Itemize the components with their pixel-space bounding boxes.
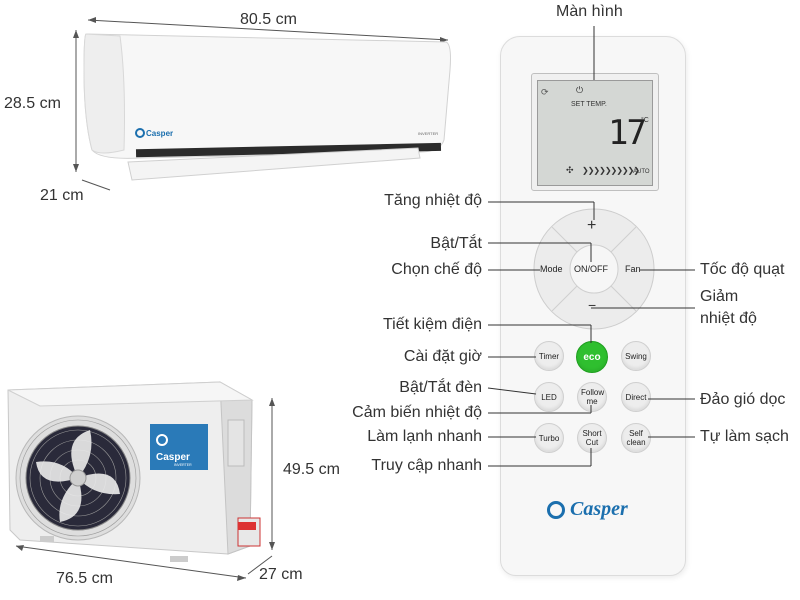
temp-down-button[interactable]: − — [588, 297, 597, 313]
temp-up-button[interactable]: + — [587, 217, 597, 234]
power-indicator-icon: ⏻ — [576, 85, 584, 95]
fan-icon: ✣ — [566, 165, 574, 175]
timer-button[interactable]: Timer — [534, 341, 564, 371]
mode-button[interactable]: Mode — [540, 264, 563, 274]
callout-eco: Tiết kiệm điện — [383, 316, 482, 333]
remote-brand-text: Casper — [570, 498, 628, 520]
indoor-height-label: 28.5 cm — [4, 95, 61, 112]
indoor-width-label: 80.5 cm — [240, 11, 297, 28]
outdoor-inverter-badge: INVERTER — [174, 463, 192, 467]
swing-button[interactable]: Swing — [621, 341, 651, 371]
direct-button[interactable]: Direct — [621, 382, 651, 412]
callout-temp-down-line1: Giảm — [700, 288, 739, 305]
callout-short-cut: Truy cập nhanh — [371, 457, 482, 474]
outdoor-width-label: 76.5 cm — [56, 570, 113, 587]
fan-speed-bars: ❯❯❯❯❯❯❯❯❯❯ — [582, 166, 640, 175]
turbo-button-label: Turbo — [538, 433, 560, 443]
callout-temp-down-line2: nhiệt độ — [700, 310, 757, 327]
indoor-inverter-badge: INVERTER — [418, 131, 438, 136]
follow-me-button-label: Follow me — [581, 388, 605, 406]
callout-direct: Đảo gió dọc — [700, 391, 786, 408]
turbo-button[interactable]: Turbo — [534, 423, 564, 453]
temperature-value: 17 — [608, 113, 647, 153]
callout-fan-speed: Tốc độ quạt — [700, 261, 785, 278]
remote-brand-logo: Casper — [547, 498, 628, 521]
follow-me-button[interactable]: Follow me — [577, 382, 607, 412]
led-button[interactable]: LED — [534, 382, 564, 412]
callout-led: Bật/Tắt đèn — [399, 379, 482, 396]
auto-icon: ⟳ — [541, 87, 549, 97]
indoor-brand-logo: Casper — [146, 129, 173, 138]
casper-logo-icon — [547, 500, 565, 519]
dpad — [533, 208, 655, 330]
callout-self-clean: Tự làm sạch — [700, 428, 789, 445]
timer-button-label: Timer — [538, 351, 560, 361]
eco-button-label: eco — [583, 351, 601, 363]
outdoor-unit: Casper INVERTER — [7, 381, 275, 581]
short-cut-button[interactable]: Short Cut — [577, 423, 607, 453]
fan-button[interactable]: Fan — [625, 264, 641, 274]
led-button-label: LED — [541, 392, 557, 402]
callout-power: Bật/Tắt — [430, 235, 482, 252]
callout-follow-me: Cảm biến nhiệt độ — [352, 404, 482, 421]
outdoor-brand-logo: Casper — [156, 452, 190, 463]
mode-indicator: AUTO — [633, 169, 650, 175]
swing-button-label: Swing — [625, 351, 647, 361]
short-cut-button-label: Short Cut — [582, 429, 602, 447]
callout-mode: Chọn chế độ — [391, 261, 482, 278]
eco-button[interactable]: eco — [576, 341, 608, 373]
lcd-display: SET TEMP. ⏻ ⟳ 17 °C ✣ ❯❯❯❯❯❯❯❯❯❯ AUTO — [531, 73, 659, 191]
outdoor-depth-label: 27 cm — [259, 566, 303, 583]
indoor-depth-label: 21 cm — [40, 187, 84, 204]
callout-screen: Màn hình — [556, 3, 623, 20]
callout-turbo: Làm lạnh nhanh — [367, 428, 482, 445]
set-temp-label: SET TEMP. — [571, 101, 607, 108]
self-clean-button[interactable]: Self clean — [621, 423, 651, 453]
onoff-button[interactable]: ON/OFF — [574, 264, 608, 274]
outdoor-height-label: 49.5 cm — [283, 461, 340, 478]
indoor-unit: Casper INVERTER — [73, 17, 451, 191]
callout-timer: Cài đặt giờ — [403, 348, 482, 365]
self-clean-button-label: Self clean — [626, 429, 646, 447]
callout-temp-up: Tăng nhiệt độ — [384, 192, 482, 209]
temperature-unit: °C — [641, 117, 649, 124]
direct-button-label: Direct — [625, 392, 647, 402]
